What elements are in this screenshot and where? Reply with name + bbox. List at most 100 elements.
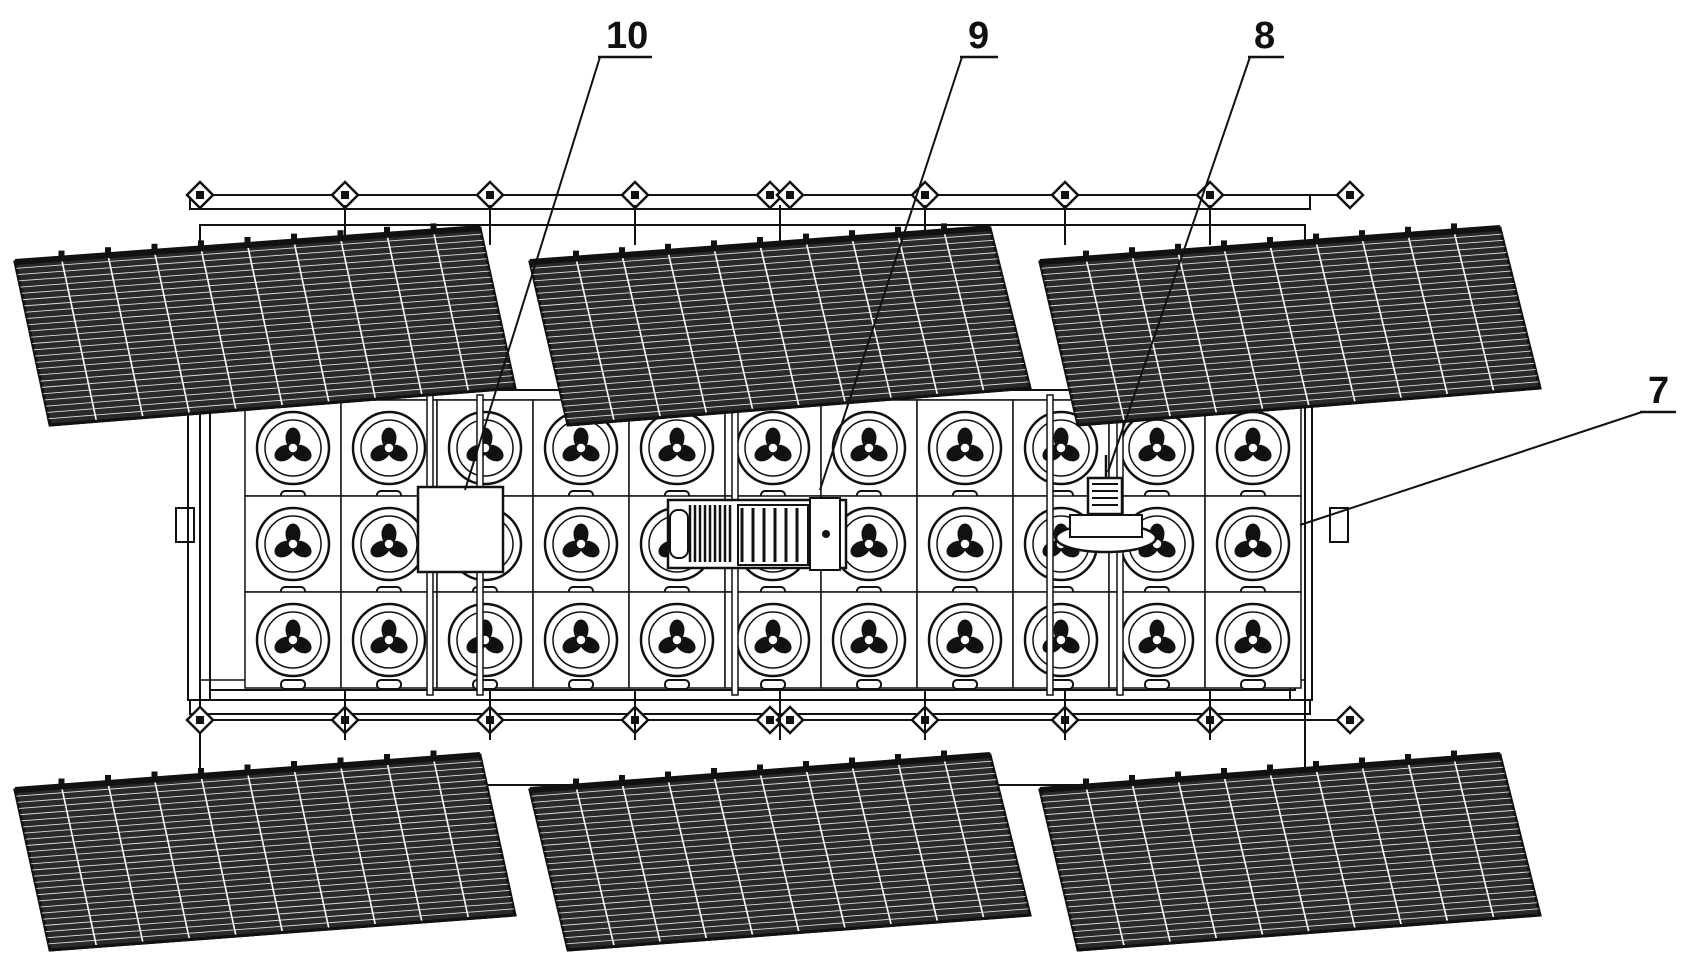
module-inner-ring	[552, 515, 610, 573]
hub-center	[959, 634, 971, 646]
panel-cell-column	[107, 255, 144, 418]
float-module	[244, 495, 342, 598]
module-rim	[255, 410, 331, 486]
connector-bolt	[1206, 191, 1214, 199]
panel-frame-edge	[14, 225, 481, 265]
float-module	[820, 591, 918, 690]
right-bracket	[1329, 507, 1349, 543]
hub-center	[383, 538, 395, 550]
module-inner-ring	[744, 611, 802, 669]
panel-frame-edge	[529, 752, 991, 793]
callout-8: 8	[1107, 15, 1284, 473]
module-inner-ring	[552, 611, 610, 669]
callout-7: 7	[1299, 370, 1676, 526]
float-module	[532, 495, 630, 598]
module-rim	[927, 602, 1003, 678]
panel-frame-edge	[1077, 913, 1541, 952]
module-lug	[760, 679, 786, 690]
hub-center	[1151, 442, 1163, 454]
panel-cell-column	[851, 765, 893, 926]
panel-cell-column	[897, 761, 939, 923]
panel-cell-column	[339, 765, 377, 926]
module-inner-ring	[1032, 419, 1090, 477]
hub-center	[383, 634, 395, 646]
junction-box	[416, 485, 505, 574]
module-rim	[927, 410, 1003, 486]
hub-center	[1151, 634, 1163, 646]
hub-center	[1247, 634, 1259, 646]
panel-cell-column	[293, 241, 330, 403]
float-module	[724, 591, 822, 690]
solar-panel-bottom	[528, 750, 1032, 952]
module-rim	[255, 602, 331, 678]
module-lug	[280, 679, 306, 690]
panel-clip	[1083, 778, 1089, 785]
panel-clip	[198, 240, 204, 247]
panel-clip	[1267, 764, 1273, 771]
panel-cell-column	[1407, 761, 1449, 923]
float-module	[1012, 591, 1110, 690]
hub-center	[383, 442, 395, 454]
panel-frame-edge	[49, 386, 516, 427]
panel-clip	[895, 754, 901, 760]
panel-cell-column	[153, 251, 191, 415]
panel-frame-edge	[529, 225, 991, 265]
hub-center	[959, 538, 971, 550]
module-rim	[831, 602, 907, 678]
panel-cell-column	[1269, 244, 1310, 407]
panel-cell-column	[1361, 765, 1403, 926]
hub-center	[575, 538, 587, 550]
module-inner-ring	[936, 419, 994, 477]
panel-clip	[665, 771, 671, 778]
module-inner-ring	[648, 419, 706, 477]
panel-clip	[1129, 775, 1135, 781]
module-inner-ring	[1224, 419, 1282, 477]
module-inner-ring	[1224, 611, 1282, 669]
module-lug	[568, 679, 594, 690]
panel-cell-column	[1223, 248, 1264, 411]
panel-clip	[573, 250, 579, 257]
module-rim	[447, 602, 523, 678]
connector-bolt	[1346, 716, 1354, 724]
panel-clip	[384, 226, 390, 233]
panel-cell-column	[386, 761, 423, 923]
hub-center	[1055, 634, 1067, 646]
float-module	[340, 591, 438, 690]
solar-panel-bottom	[13, 750, 517, 952]
panel-cell-column	[1453, 758, 1495, 919]
panel-clip	[151, 771, 158, 778]
panel-cell-column	[897, 234, 939, 396]
mast-tube	[1046, 394, 1054, 696]
module-rim	[1023, 602, 1099, 678]
panel-cell-column	[200, 775, 237, 937]
hub-center	[767, 442, 779, 454]
panel-cell-column	[1085, 258, 1125, 422]
panel-cell-column	[386, 234, 423, 396]
hub-center	[1247, 538, 1259, 550]
panel-cell-column	[621, 782, 662, 944]
callout-label-8: 8	[1254, 15, 1275, 57]
panel-cell-column	[432, 758, 470, 919]
panel-cell-column	[1315, 241, 1356, 403]
connector-bolt	[341, 191, 349, 199]
panel-clip	[58, 778, 65, 785]
solar-panels	[13, 223, 1542, 952]
hub-center	[671, 442, 683, 454]
panel-cell-column	[60, 786, 98, 947]
module-inner-ring	[936, 611, 994, 669]
connector-bolt	[1346, 191, 1354, 199]
panel-cell-column	[339, 238, 377, 400]
panel-clip	[849, 230, 855, 237]
connector-bolt	[786, 191, 794, 199]
module-inner-ring	[264, 515, 322, 573]
solar-panel-top	[1038, 223, 1542, 427]
hub-center	[575, 442, 587, 454]
module-inner-ring	[936, 515, 994, 573]
module-lug	[952, 679, 978, 690]
hub-center	[863, 442, 875, 454]
panel-cell-column	[943, 758, 985, 919]
panel-clip	[757, 764, 763, 771]
panel-clip	[803, 761, 809, 767]
callout-label-7: 7	[1648, 370, 1669, 412]
